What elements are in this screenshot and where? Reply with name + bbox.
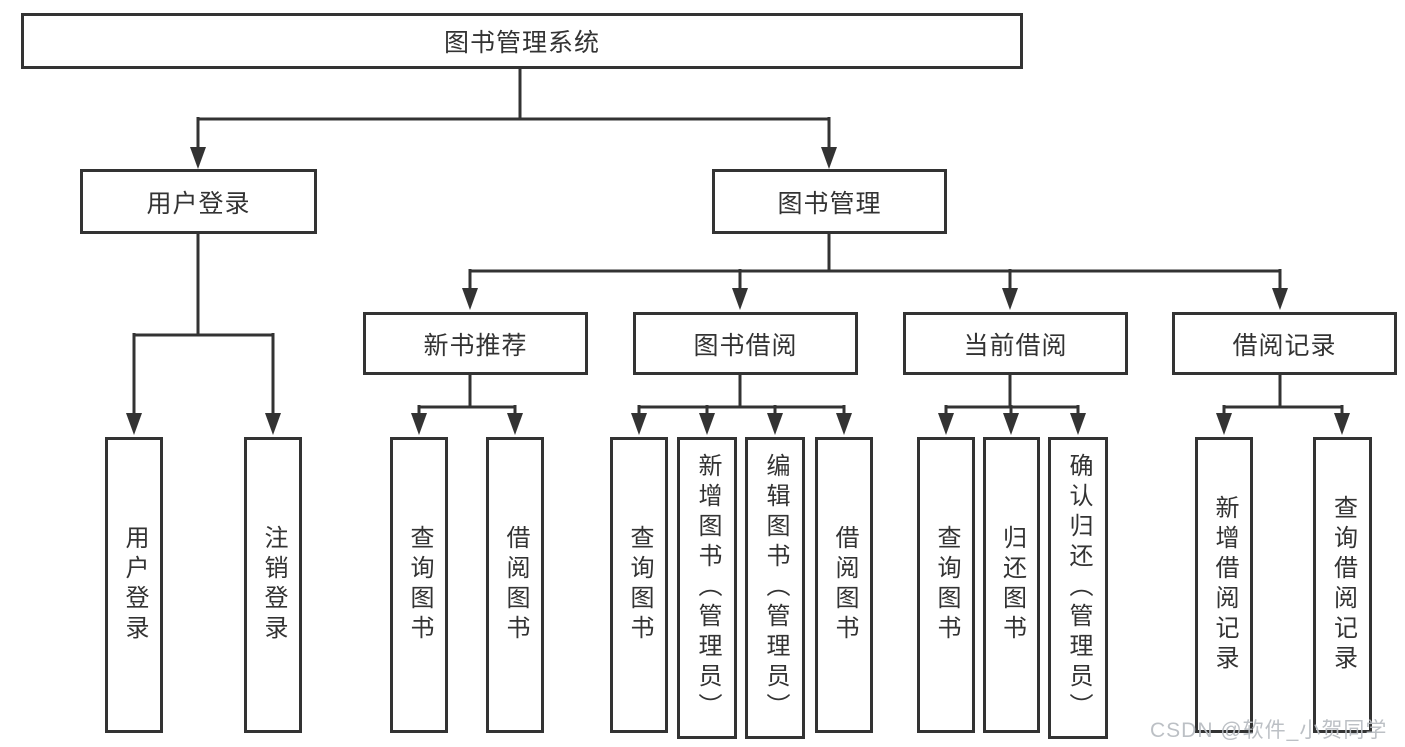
- node-book-borrow: 图书借阅: [633, 312, 858, 375]
- node-book-management: 图书管理: [712, 169, 947, 234]
- leaf-add-book-admin-label: 新增图书（管理员）: [694, 453, 721, 723]
- connector-new-book-recommend-children: [411, 375, 523, 435]
- leaf-query-books-borrow: 查询图书: [610, 437, 668, 733]
- leaf-add-book-admin: 新增图书（管理员）: [677, 437, 737, 739]
- leaf-edit-book-admin: 编辑图书（管理员）: [745, 437, 805, 739]
- leaf-add-borrow-record: 新增借阅记录: [1195, 437, 1253, 733]
- leaf-query-borrow-record: 查询借阅记录: [1313, 437, 1372, 733]
- leaf-logout: 注销登录: [244, 437, 302, 733]
- node-library-management-system: 图书管理系统: [21, 13, 1023, 69]
- leaf-logout-label: 注销登录: [260, 525, 287, 645]
- leaf-add-borrow-record-label: 新增借阅记录: [1211, 495, 1238, 675]
- leaf-confirm-return-admin: 确认归还（管理员）: [1048, 437, 1108, 739]
- leaf-query-books-borrow-label: 查询图书: [626, 525, 653, 645]
- leaf-query-books-current-label: 查询图书: [933, 525, 960, 645]
- connector-borrow-records-children: [1216, 375, 1350, 435]
- connector-book-management-children: [462, 234, 1288, 310]
- leaf-query-books-recommend: 查询图书: [390, 437, 448, 733]
- leaf-user-login: 用户登录: [105, 437, 163, 733]
- connector-user-login-children: [126, 234, 281, 435]
- node-user-login: 用户登录: [80, 169, 317, 234]
- leaf-query-books-recommend-label: 查询图书: [406, 525, 433, 645]
- leaf-borrow-books: 借阅图书: [815, 437, 873, 733]
- leaf-user-login-label: 用户登录: [121, 525, 148, 645]
- leaf-query-books-current: 查询图书: [917, 437, 975, 733]
- leaf-borrow-books-recommend-label: 借阅图书: [502, 525, 529, 645]
- leaf-borrow-books-label: 借阅图书: [831, 525, 858, 645]
- connector-book-borrow-children: [631, 375, 852, 435]
- connector-root-to-level2: [190, 68, 837, 169]
- node-current-borrow: 当前借阅: [903, 312, 1128, 375]
- leaf-edit-book-admin-label: 编辑图书（管理员）: [762, 453, 789, 723]
- connector-current-borrow-children: [938, 375, 1086, 435]
- leaf-confirm-return-admin-label: 确认归还（管理员）: [1065, 453, 1092, 723]
- leaf-return-book: 归还图书: [983, 437, 1040, 733]
- node-new-book-recommend: 新书推荐: [363, 312, 588, 375]
- csdn-watermark: CSDN @软件_小贺同学: [1150, 719, 1388, 742]
- node-borrow-records: 借阅记录: [1172, 312, 1397, 375]
- leaf-query-borrow-record-label: 查询借阅记录: [1329, 495, 1357, 675]
- leaf-borrow-books-recommend: 借阅图书: [486, 437, 544, 733]
- leaf-return-book-label: 归还图书: [998, 525, 1026, 645]
